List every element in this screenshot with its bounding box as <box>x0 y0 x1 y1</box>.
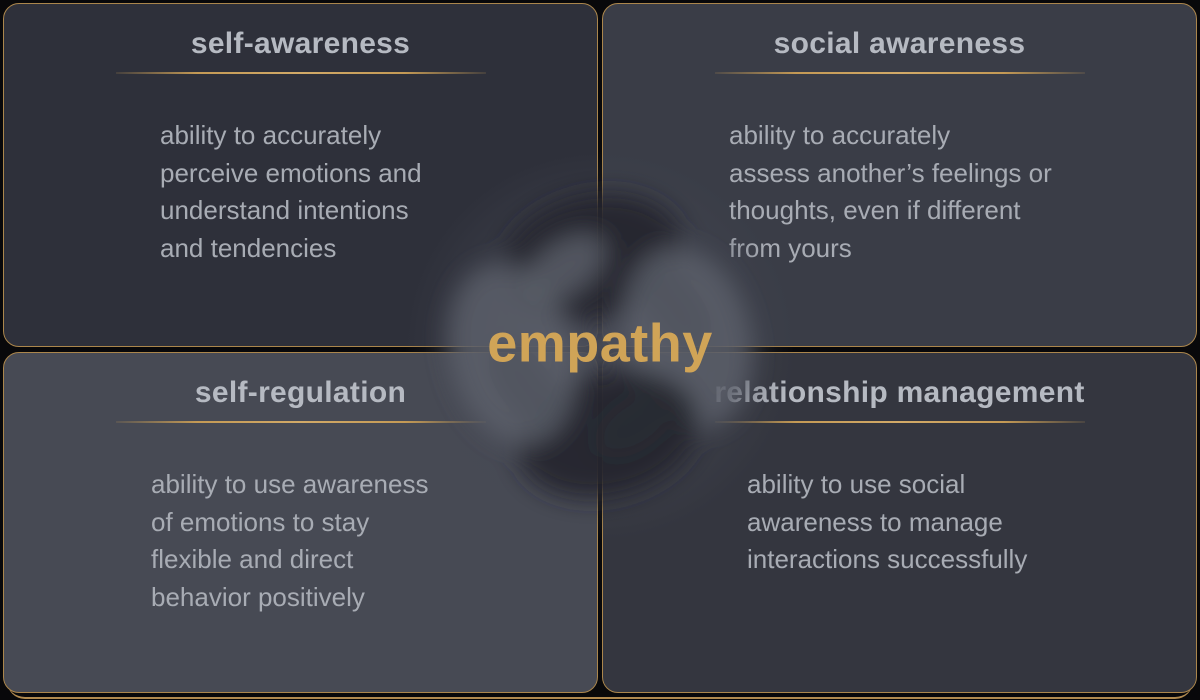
quadrant-title: social awareness <box>773 27 1026 60</box>
description-line: thoughts, even if different <box>729 195 1021 225</box>
panel-social-awareness: social awareness ability to accurately a… <box>602 3 1197 347</box>
description-line: perceive emotions and <box>160 157 422 188</box>
description-line: ability to use social <box>747 469 966 499</box>
quadrant-title: relationship management <box>714 376 1085 409</box>
title-underline <box>715 72 1085 74</box>
description-line: behavior positively <box>151 581 365 612</box>
card-stack-bottom-edge <box>7 500 1193 699</box>
description-line: ability to accurately <box>160 120 382 150</box>
quadrant-title: self-awareness <box>190 27 411 60</box>
title-underline <box>116 421 486 423</box>
title-underline <box>116 72 486 74</box>
title-underline <box>715 421 1085 423</box>
panel-relationship-management: relationship management ability to use s… <box>602 352 1197 693</box>
description-line: ability to use awareness <box>151 469 429 499</box>
quadrant-title: self-regulation <box>194 376 407 409</box>
description-line: from yours <box>729 232 852 263</box>
description-line: understand intentions <box>160 195 409 225</box>
description-line: awareness to manage <box>747 506 1003 537</box>
description-line: flexible and direct <box>151 544 354 574</box>
quadrant-description: ability to use awareness of emotions to … <box>151 466 428 616</box>
description-line: interactions successfully <box>747 544 1028 574</box>
description-line: of emotions to stay <box>151 506 370 537</box>
panel-self-regulation: self-regulation ability to use awareness… <box>3 352 598 693</box>
description-line: and tendencies <box>160 232 337 263</box>
center-label: empathy <box>487 313 713 374</box>
panel-self-awareness: self-awareness ability to accurately per… <box>3 3 598 347</box>
description-line: ability to accurately <box>729 120 951 150</box>
quadrant-description: ability to use social awareness to manag… <box>747 466 1027 579</box>
quadrant-description: ability to accurately assess another’s f… <box>729 117 1052 267</box>
quadrant-description: ability to accurately perceive emotions … <box>160 117 422 267</box>
description-line: assess another’s feelings or <box>729 157 1052 188</box>
